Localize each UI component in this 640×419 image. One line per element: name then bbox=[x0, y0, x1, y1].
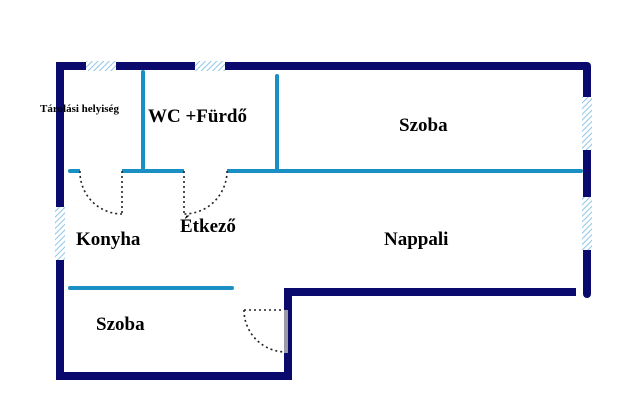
room-label-room-bottom: Szoba bbox=[96, 314, 145, 335]
room-label-living: Nappali bbox=[384, 229, 449, 250]
room-label-room-top: Szoba bbox=[399, 115, 448, 136]
window-right-upper bbox=[582, 97, 592, 150]
window-top-middle bbox=[195, 61, 225, 71]
entrance-door-leaf bbox=[284, 310, 288, 353]
door-swings bbox=[79, 170, 287, 353]
window-left bbox=[55, 207, 65, 260]
inner-walls bbox=[68, 70, 583, 290]
door-wc bbox=[183, 170, 228, 215]
room-label-wc-bath: WC +Fürdő bbox=[148, 106, 247, 127]
room-label-kitchen: Konyha bbox=[76, 229, 141, 250]
windows bbox=[55, 61, 592, 260]
outer-wall-main bbox=[56, 62, 587, 380]
door-entrance bbox=[243, 309, 287, 353]
door-storage bbox=[79, 170, 123, 215]
room-label-storage: Tárolási helyiség bbox=[40, 103, 119, 115]
window-right-lower bbox=[582, 197, 592, 250]
window-top-left bbox=[86, 61, 116, 71]
room-label-dining: Étkező bbox=[180, 216, 236, 237]
